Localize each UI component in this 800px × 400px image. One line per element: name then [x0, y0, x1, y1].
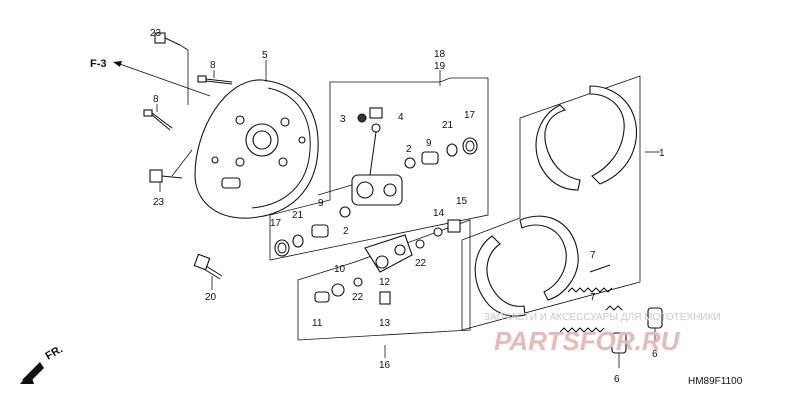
callout-16: 16	[379, 360, 391, 371]
watermark-logo: PARTSFOR.RU	[494, 326, 681, 356]
callout-8a: 8	[210, 60, 216, 71]
cylinder-assembly-16	[297, 219, 471, 341]
callout-18: 18	[434, 49, 446, 60]
callout-9a: 9	[426, 138, 432, 149]
callout-12: 12	[379, 277, 391, 288]
diagram-code: HM89F1100	[688, 376, 743, 387]
ref-arrow: F-3	[90, 58, 211, 97]
front-arrow: FR.	[20, 343, 65, 384]
callout-1: 1	[659, 148, 665, 159]
callout-4: 4	[398, 112, 404, 123]
bolt-8-lower	[143, 109, 173, 131]
callout-9b: 9	[318, 198, 324, 209]
callout-19: 19	[434, 61, 446, 72]
bolt-23-lower	[149, 149, 193, 183]
callout-2b: 2	[343, 226, 349, 237]
backing-plate	[194, 79, 319, 219]
bolt-8-upper	[197, 75, 233, 85]
leader-lines	[156, 60, 660, 358]
bolt-20	[193, 253, 223, 280]
springs	[559, 264, 623, 333]
callout-5: 5	[262, 50, 268, 61]
callout-15: 15	[456, 196, 468, 207]
callout-6b: 6	[652, 349, 658, 360]
callouts: 23 5 8 8 23 20 18 19 3 4 2 9 21 17 1 9 2…	[150, 28, 665, 385]
bolt-23-top	[154, 32, 189, 105]
clips	[611, 307, 663, 368]
callout-11: 11	[312, 318, 323, 329]
callout-7b: 7	[590, 292, 596, 303]
callout-17b: 17	[270, 218, 282, 229]
callout-10: 10	[334, 264, 346, 275]
callout-13: 13	[379, 318, 391, 329]
watermark-text: ЗАПЧАСТИ И АКСЕССУАРЫ ДЛЯ МОТОТЕХНИКИ	[484, 312, 721, 323]
front-label: FR.	[44, 343, 65, 362]
callout-23b: 23	[153, 197, 165, 208]
wheel-cylinder-group	[269, 77, 489, 261]
callout-20: 20	[205, 292, 217, 303]
ref-label: F-3	[90, 58, 107, 70]
callout-21a: 21	[442, 120, 454, 131]
callout-3: 3	[340, 114, 346, 125]
brake-shoes	[461, 75, 641, 331]
callout-6a: 6	[614, 374, 620, 385]
callout-23a: 23	[150, 28, 162, 39]
callout-7a: 7	[590, 250, 596, 261]
callout-17a: 17	[464, 110, 476, 121]
callout-22a: 22	[415, 258, 427, 269]
callout-14: 14	[433, 208, 445, 219]
callout-22b: 22	[352, 292, 364, 303]
callout-2a: 2	[406, 144, 412, 155]
callout-21b: 21	[292, 210, 304, 221]
watermark: ЗАПЧАСТИ И АКСЕССУАРЫ ДЛЯ МОТОТЕХНИКИ PA…	[484, 312, 721, 356]
callout-8b: 8	[153, 94, 159, 105]
